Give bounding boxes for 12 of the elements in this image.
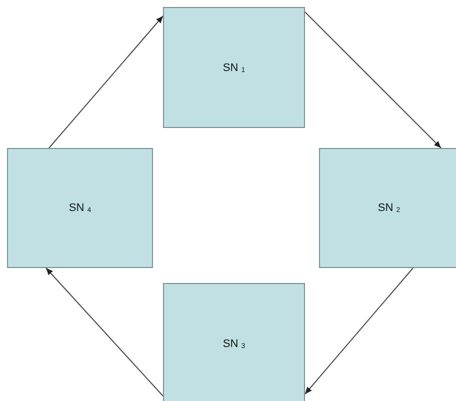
process-box [163,7,305,128]
arrow [304,12,442,148]
arrow [46,268,164,396]
node-label: SN $_{4}$ [68,202,92,214]
node-label: SN $_{3}$ [222,338,246,350]
arrow [304,268,414,394]
process-box [163,283,305,401]
node-label: SN $_{1}$ [222,62,246,74]
arrow [48,16,164,148]
process-box [319,148,456,268]
node-label: SN $_{2}$ [378,202,400,214]
process-box [7,148,153,268]
